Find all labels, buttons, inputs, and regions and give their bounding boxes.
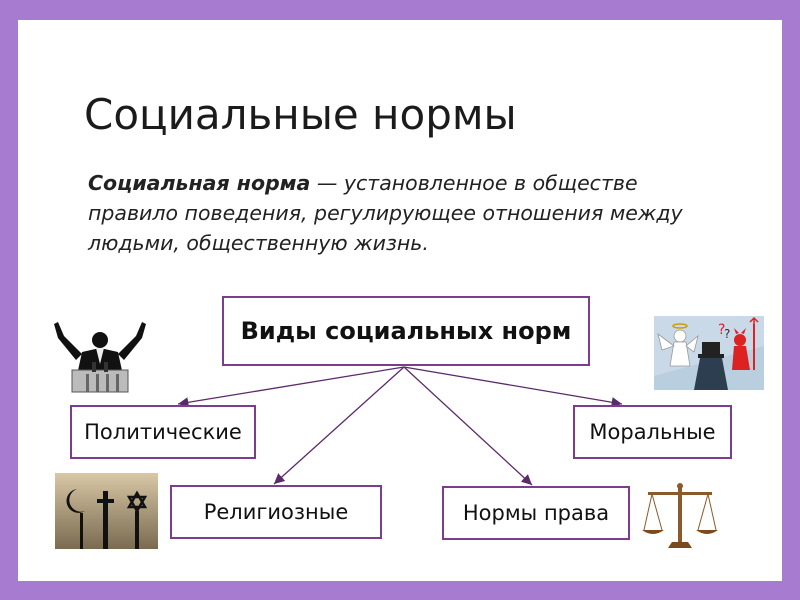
svg-text:?: ? xyxy=(718,322,725,338)
node-religious: Религиозные xyxy=(170,485,382,539)
definition-body: — установленное в обществе правило повед… xyxy=(88,171,683,255)
node-moral: Моральные xyxy=(573,405,732,459)
svg-text:?: ? xyxy=(724,327,730,341)
angel-devil-icon: ? ? xyxy=(654,316,764,390)
root-node: Виды социальных норм xyxy=(222,296,590,366)
arrow-to-moral xyxy=(403,366,623,408)
node-political: Политические xyxy=(70,405,256,459)
justice-scales-icon xyxy=(640,480,720,556)
slide-title: Социальные нормы xyxy=(84,90,517,139)
node-law: Нормы права xyxy=(442,486,630,540)
arrow-to-political xyxy=(177,366,405,408)
arrow-to-religious xyxy=(273,366,405,485)
definition-text: Социальная норма — установленное в общес… xyxy=(88,168,728,258)
politician-speech-icon xyxy=(42,318,154,394)
definition-term: Социальная норма xyxy=(88,171,311,195)
religious-symbols-icon xyxy=(55,473,158,549)
slide: Социальные нормы Социальная норма — уста… xyxy=(18,20,782,581)
arrow-to-law xyxy=(403,366,533,486)
